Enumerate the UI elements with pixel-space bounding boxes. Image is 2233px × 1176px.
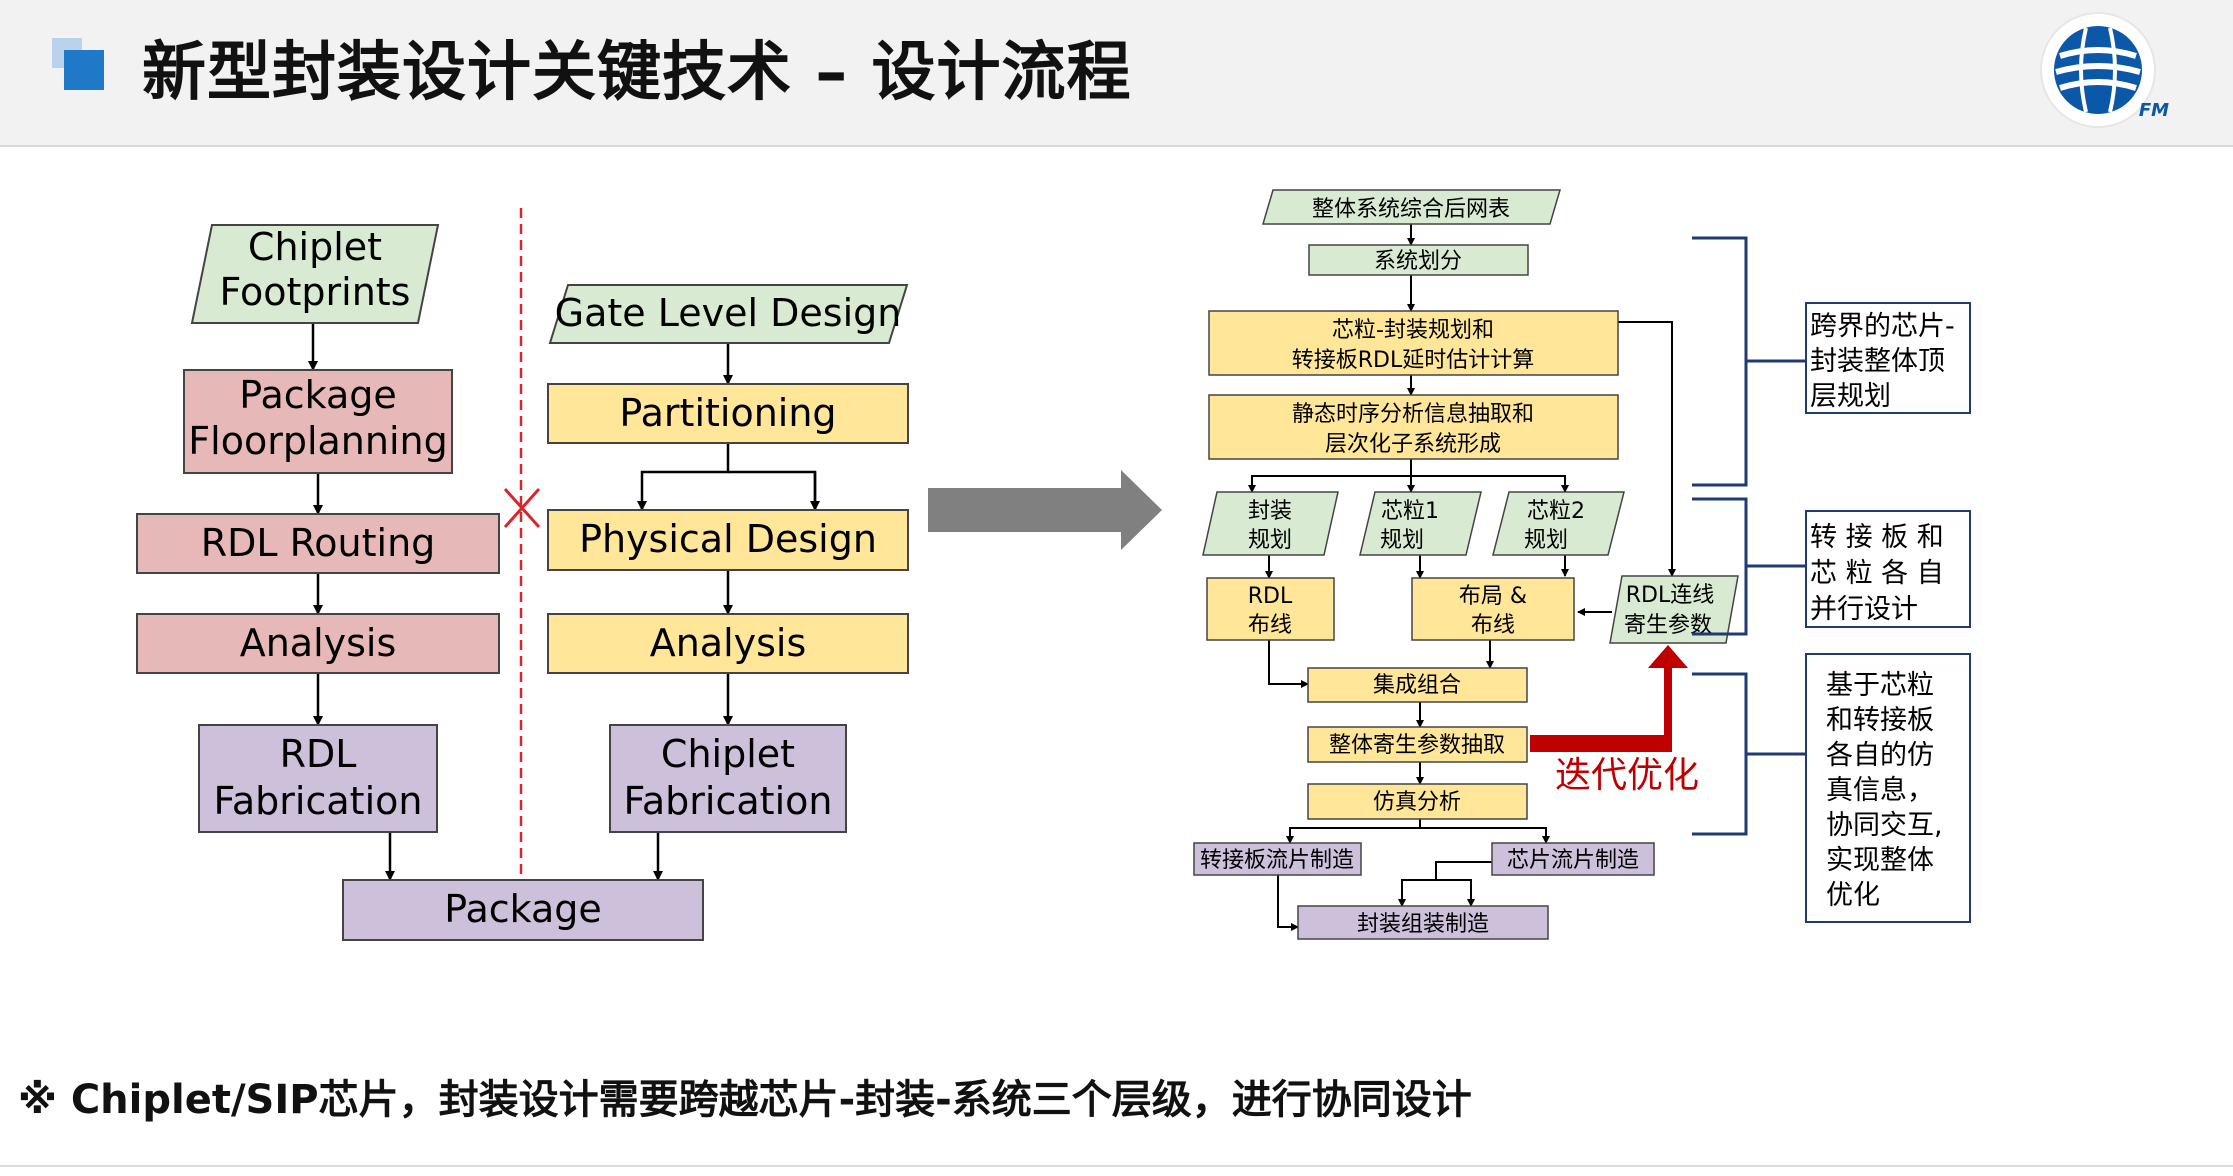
annotation-line: 封装整体顶: [1810, 346, 1945, 377]
node-label: 静态时序分析信息抽取和: [1292, 402, 1534, 427]
node-label: RDL: [280, 732, 357, 776]
rnode-chip-tapeout: 芯片流片制造: [1491, 842, 1655, 876]
node-label: 布线: [1248, 613, 1292, 638]
annotation-line: 实现整体: [1826, 845, 1934, 876]
node-label: 布局 &: [1459, 584, 1527, 609]
annotation-middle: 转 接 板 和 芯 粒 各 自 并行设计: [1805, 510, 1971, 628]
node-label: 集成组合: [1373, 673, 1461, 698]
node-label: Package: [239, 373, 397, 417]
rnode-rdl-route: RDL 布线: [1206, 577, 1335, 641]
annotation-line: 层规划: [1810, 381, 1891, 412]
node-label: 封装: [1248, 499, 1292, 524]
annotation-line: 协同交互,: [1826, 810, 1943, 841]
rnode-sta: 静态时序分析信息抽取和 层次化子系统形成: [1208, 394, 1619, 460]
node-label: 转接板流片制造: [1200, 848, 1354, 873]
node-analysis-right: Analysis: [547, 613, 909, 674]
footer-note: ※ Chiplet/SIP芯片，封装设计需要跨越芯片-封装-系统三个层级，进行协…: [18, 1077, 1472, 1123]
rnode-plan: 芯粒-封装规划和 转接板RDL延时估计计算: [1208, 310, 1619, 376]
rnode-interposer-tapeout: 转接板流片制造: [1193, 842, 1362, 876]
rnode-integrate: 集成组合: [1307, 667, 1528, 703]
node-analysis-left: Analysis: [136, 613, 500, 674]
node-chiplet-footprints: Chiplet Footprints: [190, 224, 440, 324]
rnode-partition: 系统划分: [1308, 244, 1529, 276]
title-square-icon: [64, 50, 104, 90]
node-label: Fabrication: [624, 779, 833, 823]
node-label: 芯粒1: [1381, 499, 1439, 524]
node-label: 整体寄生参数抽取: [1329, 733, 1505, 758]
node-label: Physical Design: [579, 517, 877, 561]
node-label: 芯粒2: [1527, 499, 1585, 524]
annotation-line: 优化: [1826, 880, 1880, 911]
node-label: 芯片流片制造: [1507, 848, 1639, 873]
node-label: Package: [444, 887, 602, 931]
node-label: Partitioning: [619, 391, 836, 435]
node-label: Fabrication: [214, 779, 423, 823]
page-title: 新型封装设计关键技术 – 设计流程: [142, 36, 1132, 110]
node-label: Floorplanning: [188, 419, 447, 463]
node-label: RDL连线: [1626, 583, 1714, 608]
fm-globe-logo: FM: [2040, 12, 2169, 128]
iterate-label: 迭代优化: [1555, 755, 1699, 796]
annotation-line: 真信息，: [1826, 775, 1934, 806]
node-package: Package: [342, 879, 704, 941]
node-label: Gate Level Design: [555, 291, 902, 335]
node-label: Chiplet: [248, 225, 382, 269]
node-label: Analysis: [650, 621, 807, 665]
rnode-rdl-parasitic: RDL连线 寄生参数: [1609, 575, 1739, 644]
annotation-line: 基于芯粒: [1826, 670, 1934, 701]
node-label: 转接板RDL延时估计计算: [1292, 348, 1534, 373]
node-label: RDL: [1248, 584, 1293, 609]
node-physical-design: Physical Design: [547, 509, 909, 571]
node-label: 布线: [1471, 613, 1515, 638]
node-label: Footprints: [220, 270, 411, 314]
annotation-line: 并行设计: [1810, 594, 1918, 625]
node-label: 规划: [1524, 528, 1568, 553]
node-partitioning: Partitioning: [547, 383, 909, 444]
node-chiplet-fabrication: Chiplet Fabrication: [609, 724, 847, 833]
annotation-line: 各自的仿: [1826, 740, 1934, 771]
rnode-assembly: 封装组装制造: [1297, 905, 1549, 940]
node-label: 芯粒-封装规划和: [1332, 318, 1494, 343]
annotation-line: 芯 粒 各 自: [1810, 558, 1944, 589]
rnode-die1-plan: 芯粒1 规划: [1359, 491, 1482, 556]
transition-arrow-icon: [928, 470, 1162, 550]
rnode-place-route: 布局 & 布线: [1411, 577, 1575, 641]
node-gate-level-design: Gate Level Design: [548, 284, 909, 344]
rnode-extract: 整体寄生参数抽取: [1307, 726, 1528, 763]
node-label: 规划: [1380, 528, 1424, 553]
node-label: RDL Routing: [201, 521, 436, 565]
node-label: 规划: [1248, 528, 1292, 553]
node-label: 封装组装制造: [1357, 912, 1489, 937]
rnode-package-plan: 封装 规划: [1202, 491, 1339, 556]
header-bar: 新型封装设计关键技术 – 设计流程 FM: [0, 0, 2233, 147]
design-flow-diagram: Chiplet Footprints Package Floorplanning…: [136, 189, 1971, 941]
rnode-netlist: 整体系统综合后网表: [1261, 189, 1562, 225]
node-label: 仿真分析: [1373, 790, 1461, 815]
node-rdl-fabrication: RDL Fabrication: [198, 724, 438, 833]
annotation-bottom: 基于芯粒 和转接板 各自的仿 真信息， 协同交互, 实现整体 优化: [1805, 653, 1971, 923]
annotation-line: 转 接 板 和: [1810, 522, 1944, 553]
node-label: Analysis: [240, 621, 397, 665]
bottom-divider: [0, 1165, 2233, 1167]
iteration-arrow-icon: [1530, 645, 1688, 752]
node-label: 系统划分: [1374, 249, 1462, 274]
bracket-lines: [1692, 236, 1805, 836]
annotation-top: 跨界的芯片- 封装整体顶 层规划: [1805, 302, 1971, 414]
annotation-line: 跨界的芯片-: [1810, 311, 1955, 342]
node-label: Chiplet: [661, 732, 795, 776]
node-package-floorplanning: Package Floorplanning: [183, 369, 453, 474]
node-rdl-routing: RDL Routing: [136, 513, 500, 574]
node-label: 整体系统综合后网表: [1312, 197, 1510, 222]
rnode-simulate: 仿真分析: [1307, 783, 1528, 820]
cross-mark-icon: [503, 487, 541, 529]
rnode-die2-plan: 芯粒2 规划: [1492, 491, 1625, 556]
annotation-line: 和转接板: [1826, 705, 1934, 736]
node-label: 层次化子系统形成: [1325, 432, 1501, 457]
logo-text: FM: [2139, 100, 2169, 121]
